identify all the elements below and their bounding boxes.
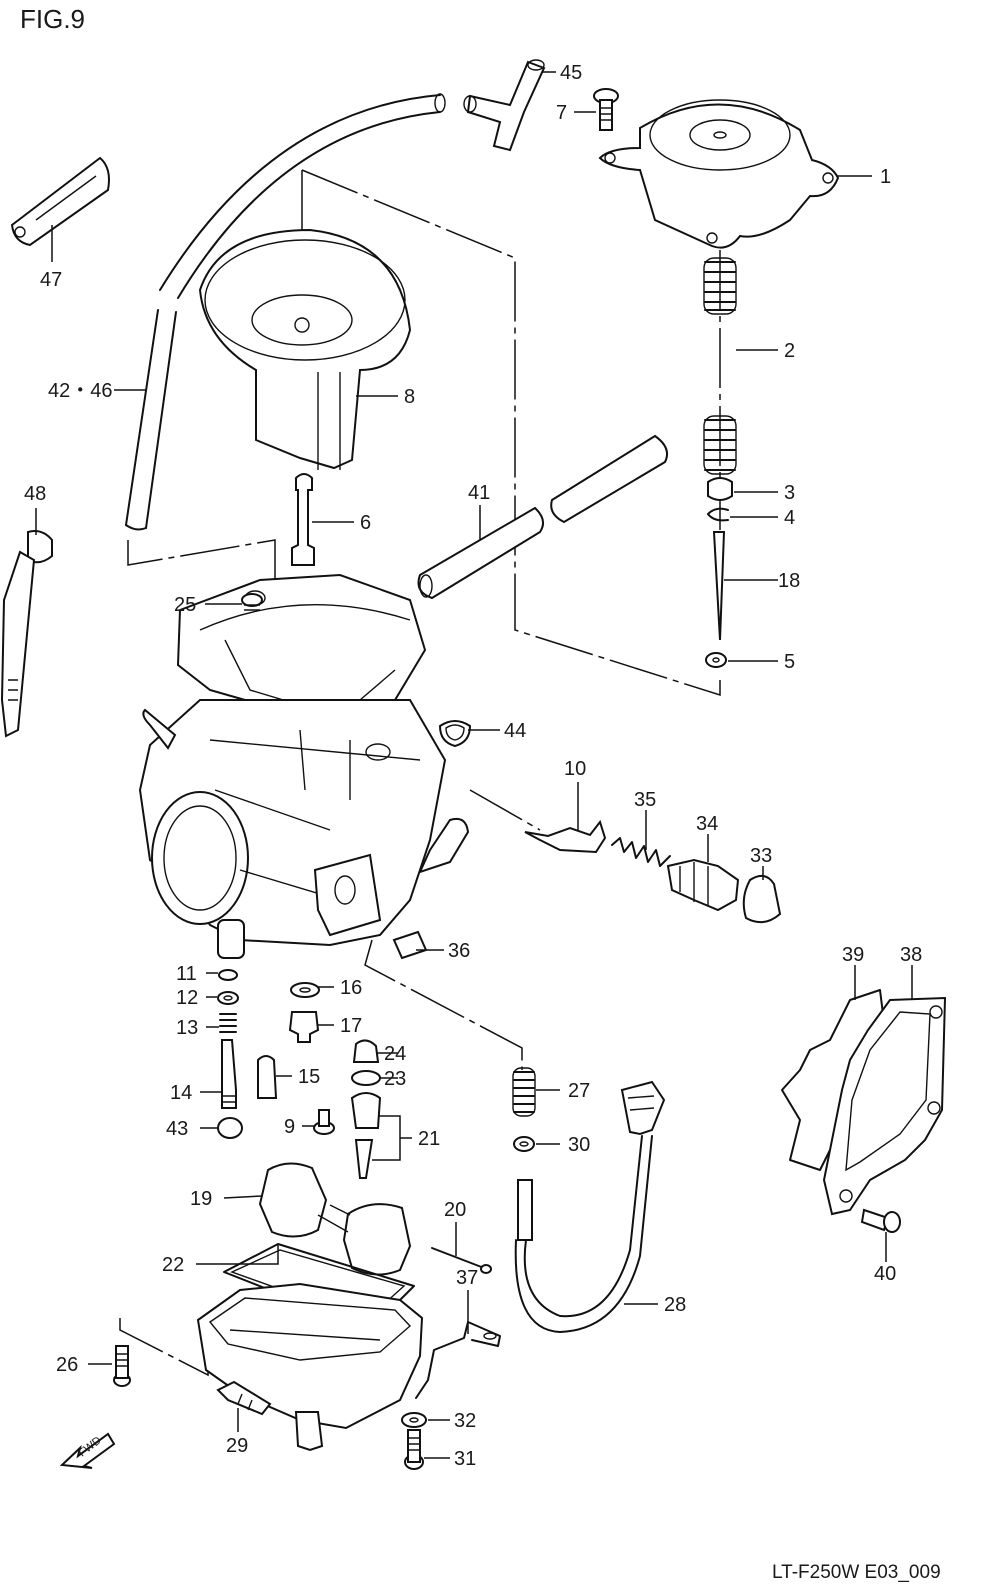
callout-42-46: 42・46 xyxy=(48,380,113,402)
carburetor-body xyxy=(138,573,470,959)
needle-retainer xyxy=(707,477,733,501)
callout-16: 16 xyxy=(340,977,362,999)
callout-23: 23 xyxy=(384,1068,406,1090)
callout-12: 12 xyxy=(176,987,198,1009)
callout-44: 44 xyxy=(504,720,526,742)
pilot-screw-tool xyxy=(0,530,53,738)
fwd-arrow-icon: FWD xyxy=(59,1432,116,1469)
callout-34: 34 xyxy=(696,813,718,835)
plunger-cap xyxy=(742,874,782,924)
cover-screw xyxy=(860,1208,901,1233)
starter-cable xyxy=(514,1080,666,1333)
callout-47: 47 xyxy=(40,269,62,291)
callout-29: 29 xyxy=(226,1435,248,1457)
callout-17: 17 xyxy=(340,1015,362,1037)
callout-25: 25 xyxy=(174,594,196,616)
callout-8: 8 xyxy=(404,386,415,408)
plunger-nut xyxy=(666,858,740,912)
plug-block xyxy=(392,930,428,960)
callout-9: 9 xyxy=(284,1116,295,1138)
starter-plunger xyxy=(524,819,607,854)
callout-35: 35 xyxy=(634,789,656,811)
cable-washer xyxy=(513,1136,535,1152)
callout-labels: 1 2 3 4 5 6 7 8 9 10 11 12 13 14 15 16 1… xyxy=(24,62,922,1470)
plunger-spring xyxy=(611,837,671,867)
t-joint xyxy=(463,59,546,152)
callout-26: 26 xyxy=(56,1354,78,1376)
callout-38: 38 xyxy=(900,944,922,966)
side-cover xyxy=(822,996,947,1216)
callout-37: 37 xyxy=(456,1267,478,1289)
callout-41: 41 xyxy=(468,482,490,504)
o-ring xyxy=(438,720,472,748)
callout-14: 14 xyxy=(170,1082,192,1104)
pilot-jet-top xyxy=(241,593,263,611)
jet-needle xyxy=(712,531,726,641)
callout-33: 33 xyxy=(750,845,772,867)
vent-tube xyxy=(125,93,446,531)
callout-43: 43 xyxy=(166,1118,188,1140)
drain-screw xyxy=(216,1380,272,1416)
top-cap xyxy=(598,99,840,249)
callout-45: 45 xyxy=(560,62,582,84)
clamp-bracket xyxy=(415,1321,501,1399)
callout-1: 1 xyxy=(880,166,891,188)
callout-leaders xyxy=(35,71,913,1459)
callout-30: 30 xyxy=(568,1134,590,1156)
callout-10: 10 xyxy=(564,758,586,780)
cable-spring xyxy=(512,1067,536,1117)
callout-31: 31 xyxy=(454,1448,476,1470)
small-jet-parts xyxy=(217,969,382,1179)
callout-32: 32 xyxy=(454,1410,476,1432)
callout-19: 19 xyxy=(190,1188,212,1210)
callout-22: 22 xyxy=(162,1254,184,1276)
callout-39: 39 xyxy=(842,944,864,966)
e-clip xyxy=(707,507,729,522)
overflow-tube xyxy=(417,434,668,600)
callout-24: 24 xyxy=(384,1043,406,1065)
figure-title: FIG.9 xyxy=(20,4,85,34)
chamber-screw-left xyxy=(113,1345,131,1387)
callout-15: 15 xyxy=(298,1066,320,1088)
cap-screw xyxy=(593,88,619,131)
callout-21: 21 xyxy=(418,1128,440,1150)
hose-clamp xyxy=(10,156,110,247)
piston-valve-diaphragm xyxy=(198,228,412,470)
callout-5: 5 xyxy=(784,651,795,673)
callout-6: 6 xyxy=(360,512,371,534)
float-pin xyxy=(431,1247,492,1274)
needle-spring xyxy=(703,257,737,475)
callout-40: 40 xyxy=(874,1263,896,1285)
callout-28: 28 xyxy=(664,1294,686,1316)
callout-13: 13 xyxy=(176,1017,198,1039)
needle-jet-holder xyxy=(291,473,315,566)
needle-washer xyxy=(705,652,727,668)
callout-18: 18 xyxy=(778,570,800,592)
diagram-code: LT-F250W E03_009 xyxy=(772,1562,941,1583)
callout-4: 4 xyxy=(784,507,795,529)
chamber-screw-bottom xyxy=(404,1429,424,1470)
callout-3: 3 xyxy=(784,482,795,504)
callout-11: 11 xyxy=(176,963,197,985)
callout-27: 27 xyxy=(568,1080,590,1102)
callout-36: 36 xyxy=(448,940,470,962)
float xyxy=(258,1162,412,1276)
callout-48: 48 xyxy=(24,483,46,505)
washer-32 xyxy=(401,1412,427,1428)
callout-20: 20 xyxy=(444,1199,466,1221)
callout-7: 7 xyxy=(556,102,567,124)
callout-2: 2 xyxy=(784,340,795,362)
float-chamber xyxy=(196,1282,424,1452)
